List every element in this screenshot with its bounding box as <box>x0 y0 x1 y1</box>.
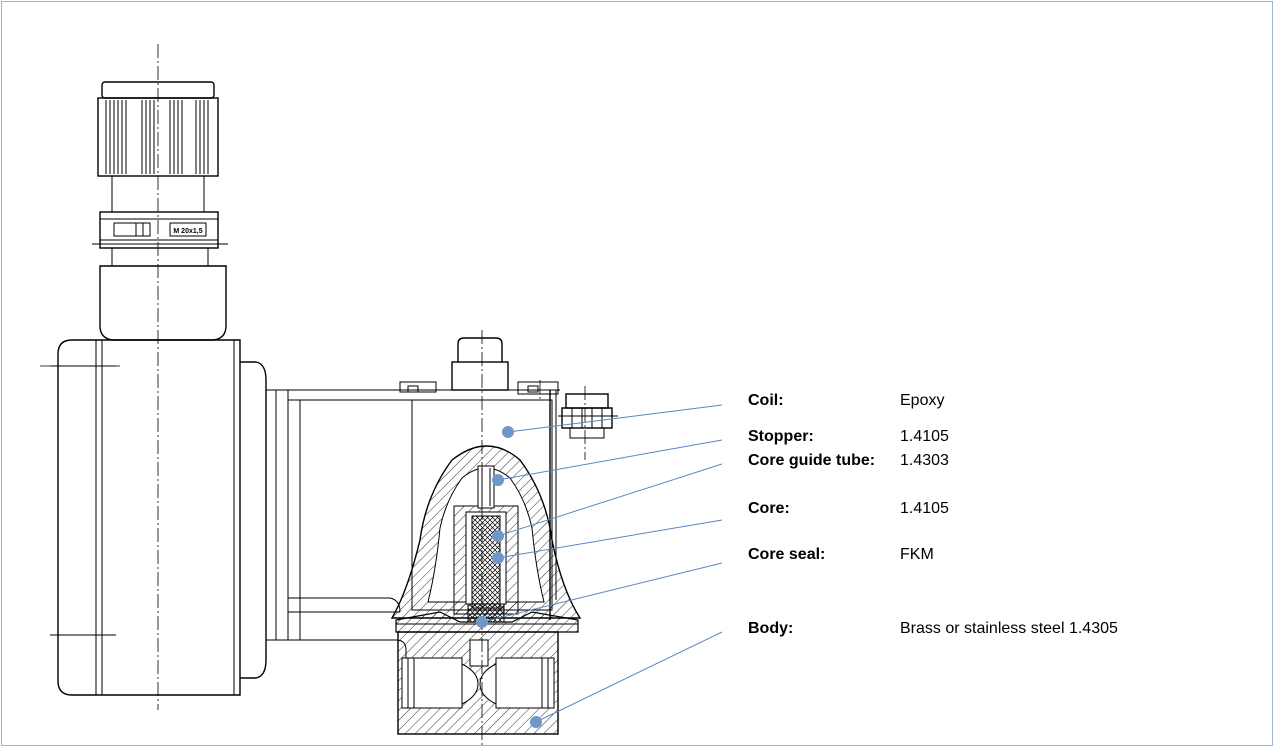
armature-section <box>390 445 582 633</box>
leader-dot-stopper <box>492 474 504 486</box>
callout-leaders <box>476 404 723 728</box>
callout-label-stopper: Stopper: <box>748 428 814 445</box>
leader-dot-coil <box>502 426 514 438</box>
leader-line-core <box>497 519 723 559</box>
callout-value-stopper: 1.4105 <box>900 428 949 445</box>
callout-label-body: Body: <box>748 620 794 637</box>
leader-dot-core-guide-tube <box>492 530 504 542</box>
callout-value-core-guide-tube: 1.4303 <box>900 452 949 469</box>
leader-line-coil <box>507 404 723 433</box>
callout-label-core: Core: <box>748 500 790 517</box>
leader-dot-core-seal <box>476 616 488 628</box>
leader-dot-body <box>530 716 542 728</box>
leader-line-core-seal <box>481 562 723 623</box>
callout-label-coil: Coil: <box>748 392 784 409</box>
leader-line-core-guide-tube <box>497 463 723 537</box>
valve-body <box>397 631 559 735</box>
callout-label-core-guide-tube: Core guide tube: <box>748 452 876 469</box>
leader-dot-core <box>492 552 504 564</box>
callout-value-coil: Epoxy <box>900 392 945 409</box>
side-screw <box>558 393 618 439</box>
leader-line-stopper <box>497 439 723 481</box>
connector-neck <box>99 247 227 341</box>
callout-value-body: Brass or stainless steel 1.4305 <box>900 620 1118 637</box>
callout-value-core-seal: FKM <box>900 546 934 563</box>
centre-lines <box>40 44 586 746</box>
callout-value-core: 1.4105 <box>900 500 949 517</box>
gland-thread-marking: M 20x1,5 <box>173 228 202 235</box>
cable-gland: M 20x1,5 <box>92 81 228 249</box>
callout-label-core-seal: Core seal: <box>748 546 826 563</box>
coil-top-fittings <box>399 337 559 395</box>
leader-line-body <box>535 631 723 723</box>
